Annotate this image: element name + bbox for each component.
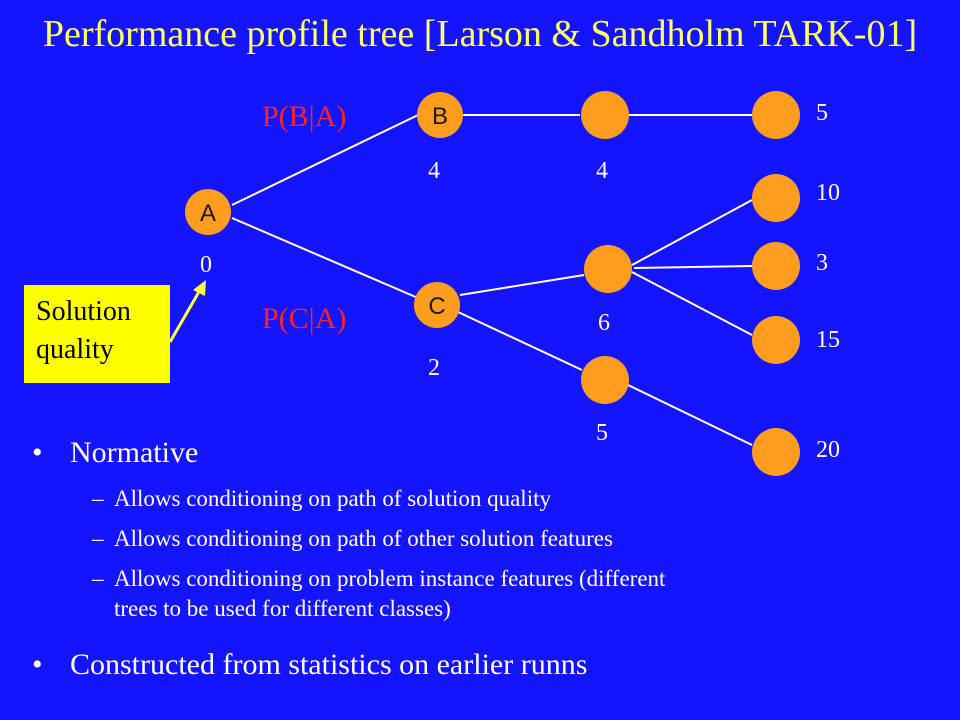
edge-c-c1 <box>459 274 585 296</box>
sub-bullet-3-text: Allows conditioning on problem instance … <box>114 566 666 591</box>
node-c-label: C <box>428 293 445 320</box>
edge-ac-probability: P(C|A) <box>262 302 346 335</box>
edge-ab-probability: P(B|A) <box>262 100 346 133</box>
node-c <box>414 282 460 328</box>
bullet-normative: • Normative <box>30 432 930 474</box>
node-b-child <box>581 91 629 139</box>
bullet-list: • Normative – Allows conditioning on pat… <box>30 432 930 686</box>
slide-title: Performance profile tree [Larson & Sandh… <box>42 13 918 55</box>
sub-bullet-3-continuation-text: trees to be used for different classes) <box>114 596 451 621</box>
edge-c-c2 <box>457 311 583 371</box>
bullet-dot: • <box>32 436 43 469</box>
node-a-label: A <box>200 200 216 227</box>
sub-bullet-3: – Allows conditioning on problem instanc… <box>30 564 930 594</box>
sub-bullet-1-text: Allows conditioning on path of solution … <box>114 486 551 511</box>
node-b <box>417 92 463 138</box>
value-node-c: 2 <box>428 355 440 381</box>
node-leaf-3 <box>752 242 800 290</box>
bullet-constructed-text: Constructed from statistics on earlier r… <box>70 648 588 681</box>
sub-bullet-dash: – <box>92 566 104 591</box>
sub-bullet-1: – Allows conditioning on path of solutio… <box>30 484 930 514</box>
value-node-b: 4 <box>428 158 440 184</box>
bullet-dot: • <box>32 648 43 681</box>
node-leaf-15 <box>752 316 800 364</box>
sub-bullet-dash: – <box>92 526 104 551</box>
sub-bullet-2-text: Allows conditioning on path of other sol… <box>114 526 613 551</box>
sub-bullet-2: – Allows conditioning on path of other s… <box>30 524 930 554</box>
node-leaf-10 <box>752 174 800 222</box>
value-leaf-10: 10 <box>816 180 840 206</box>
node-leaf-20 <box>752 428 800 476</box>
value-node-c-child-top: 6 <box>598 310 610 336</box>
value-leaf-5: 5 <box>816 100 828 126</box>
edge-c1-leaf15 <box>631 271 753 336</box>
value-node-c-child-bottom: 5 <box>596 420 608 446</box>
edge-c1-leaf10 <box>631 199 753 266</box>
node-c-child-top <box>584 245 632 293</box>
callout-line-1: Solution <box>36 296 131 327</box>
sub-bullet-3-continuation: trees to be used for different classes) <box>30 594 930 624</box>
value-node-a: 0 <box>200 252 212 278</box>
edge-c1-leaf3 <box>633 265 753 269</box>
value-leaf-15: 15 <box>816 327 840 353</box>
edge-c2-leaf20 <box>627 384 753 446</box>
node-b-leaf <box>752 91 800 139</box>
bullet-constructed: • Constructed from statistics on earlier… <box>30 644 930 686</box>
edge-a-c <box>231 217 419 299</box>
node-b-label: B <box>432 103 448 130</box>
edge-a-b <box>231 114 419 206</box>
node-c-child-bottom <box>581 356 629 404</box>
callout-arrow <box>168 280 206 343</box>
solution-quality-callout: Solution quality <box>24 285 170 383</box>
value-leaf-3: 3 <box>816 250 828 276</box>
value-node-b-child: 4 <box>596 158 608 184</box>
callout-line-2: quality <box>36 334 114 365</box>
node-a <box>185 189 231 235</box>
sub-bullet-dash: – <box>92 486 104 511</box>
bullet-normative-text: Normative <box>70 436 199 469</box>
value-leaf-20: 20 <box>816 437 840 463</box>
